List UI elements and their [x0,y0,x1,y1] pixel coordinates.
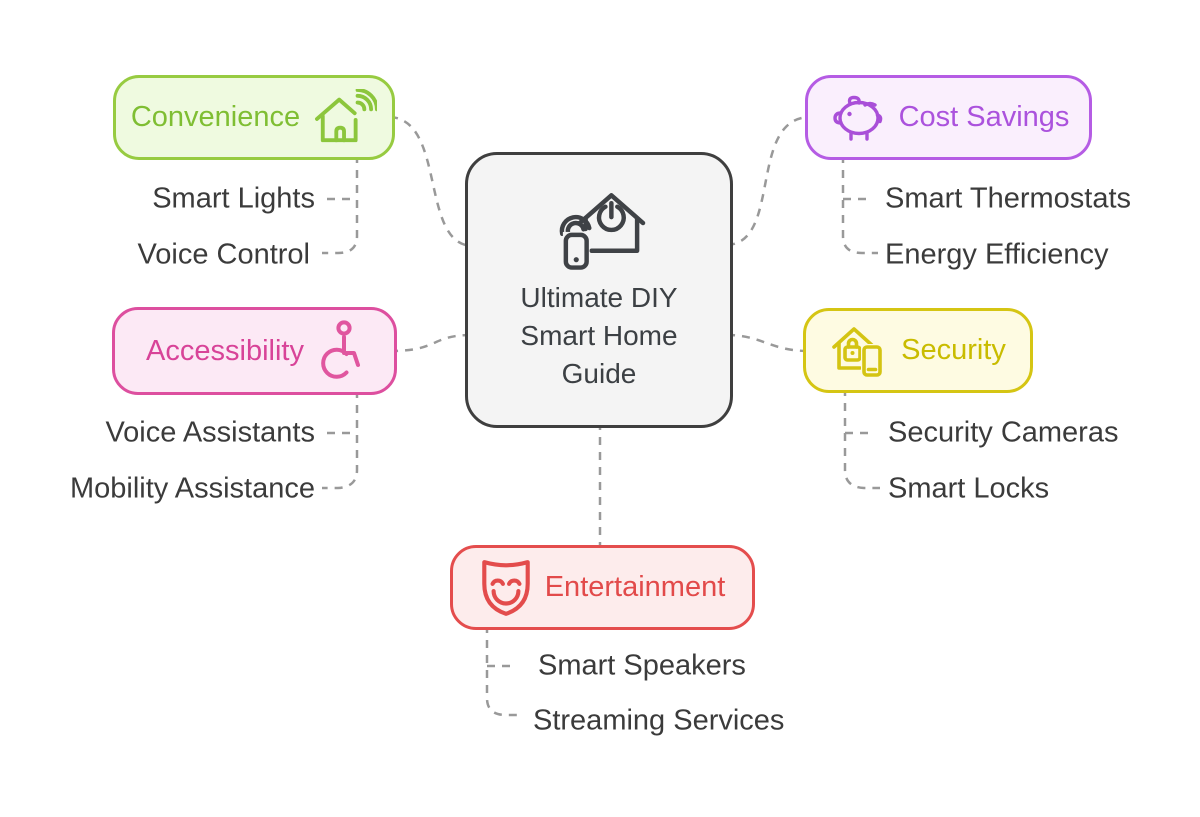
connector-security-children [843,388,880,490]
center-title-line3: Guide [561,358,637,389]
branch-cost-savings: Cost Savings [805,75,1092,160]
center-node: Ultimate DIY Smart Home Guide [465,152,733,428]
center-title-line1: Ultimate DIY [520,282,678,313]
branch-convenience: Convenience [113,75,395,160]
center-title: Ultimate DIY Smart Home Guide [520,279,677,393]
branch-entertainment: Entertainment [450,545,755,630]
connector-accessibility-children [322,390,359,490]
house-wifi-icon [313,88,378,147]
leaf-smart-locks: Smart Locks [888,472,1050,505]
branch-convenience-label: Convenience [130,101,301,133]
branch-cost-savings-label: Cost Savings [898,101,1070,133]
branch-entertainment-label: Entertainment [544,571,726,603]
smart-home-remote-icon [552,181,647,271]
branch-security-label: Security [901,334,1006,366]
leaf-security-cameras: Security Cameras [888,416,1119,449]
leaf-voice-control: Voice Control [137,238,311,271]
connector-entertainment-children [485,625,521,717]
connector-convenience-children [322,155,359,255]
branch-accessibility: Accessibility [112,307,397,395]
piggy-bank-icon [828,93,886,143]
leaf-smart-lights: Smart Lights [152,182,315,215]
house-lock-phone-icon [830,322,888,380]
wheelchair-icon [317,320,363,382]
theater-mask-icon [480,557,532,619]
connector-center-security [726,333,810,353]
center-title-line2: Smart Home [520,320,678,351]
leaf-mobility-assistance: Mobility Assistance [70,472,315,505]
branch-accessibility-label: Accessibility [146,334,304,367]
connector-convenience-center [389,115,473,248]
leaf-energy-efficiency: Energy Efficiency [885,238,1109,271]
connector-cost-savings-children [841,155,878,255]
leaf-smart-thermostats: Smart Thermostats [885,182,1132,215]
leaf-voice-assistants: Voice Assistants [105,416,315,449]
leaf-smart-speakers: Smart Speakers [538,649,746,682]
connector-accessibility-center [389,333,473,353]
branch-security: Security [803,308,1033,393]
leaf-streaming-services: Streaming Services [533,704,785,737]
connector-center-cost-savings [726,115,811,247]
